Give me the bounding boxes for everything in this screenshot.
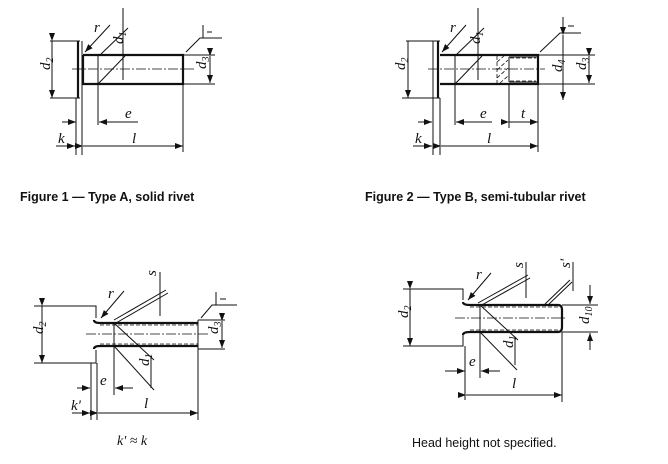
d1-leader: [99, 27, 129, 56]
d1-diagonal: [97, 55, 126, 85]
surface-finish-symbol: [185, 25, 222, 53]
figure-2-caption: Figure 2 — Type B, semi-tubular rivet: [365, 190, 586, 204]
s-leader: [477, 274, 531, 307]
d1-diagonal-lower: [479, 331, 518, 371]
k-label: k: [58, 131, 65, 147]
head-outline: [50, 40, 80, 99]
tube-outline: [461, 301, 564, 336]
figure-3-caption: k' ≈ k: [117, 434, 148, 449]
r-leader: [84, 24, 111, 53]
d10-label: d10: [577, 307, 595, 325]
d2-label: d2: [38, 58, 56, 71]
r-leader: [467, 272, 492, 301]
d1-label: d1: [468, 32, 486, 45]
d1-diagonal: [479, 304, 519, 341]
t-label: t: [521, 106, 526, 122]
d4-label: d4: [550, 60, 568, 73]
s-leader: [113, 289, 169, 324]
hole-outline: [508, 56, 538, 83]
d1-diagonal: [113, 322, 155, 361]
e-label: e: [100, 373, 107, 389]
d1-leader: [455, 27, 485, 56]
s-label: s: [144, 270, 160, 276]
d1-label: d1: [137, 354, 155, 367]
d2-label: d2: [31, 322, 49, 335]
s-prime-label: s': [558, 258, 574, 268]
r-label: r: [450, 20, 456, 36]
figure-4-caption: Head height not specified.: [412, 436, 557, 450]
tube-walls: [92, 319, 198, 350]
s-prime-leader: [544, 279, 573, 307]
d10-extension: [562, 304, 598, 333]
hole-hatching: [496, 55, 509, 84]
k-label: k: [415, 131, 422, 147]
d2-label: d2: [396, 306, 414, 319]
l-label: l: [144, 396, 148, 412]
k-prime-label: k': [71, 398, 82, 414]
bore-hatching: [510, 57, 536, 82]
surface-finish-symbol: [539, 17, 581, 53]
d2-label: d2: [393, 58, 411, 71]
d1-label: d1: [111, 32, 129, 45]
figure-2-drawing: d2 r d1 d4 d3 e t k l: [393, 8, 595, 155]
surface-finish-symbol: [200, 292, 237, 319]
figure-3-drawing: d2 r s d1 d3 e k' l: [31, 270, 237, 420]
head-outline: [34, 305, 97, 364]
figure-1-drawing: d2 r d1 d3 e k l: [38, 8, 222, 155]
l-label: l: [512, 376, 516, 392]
d3-extension: [538, 54, 595, 85]
tube-hatching: [100, 324, 198, 345]
d3-label: d3: [194, 57, 212, 70]
head-outline: [403, 288, 464, 347]
e-label: e: [480, 106, 487, 122]
e-label: e: [125, 106, 132, 122]
tube-hatching: [470, 306, 558, 331]
l-label: l: [487, 131, 491, 147]
r-label: r: [108, 286, 114, 302]
r-leader: [441, 24, 467, 53]
e-label: e: [469, 354, 476, 370]
d1-diagonal-lower: [113, 345, 155, 391]
shank-outline: [440, 53, 540, 86]
l-label: l: [132, 131, 136, 147]
d3-label: d3: [206, 322, 224, 335]
r-leader: [100, 290, 125, 319]
r-label: r: [476, 267, 482, 283]
s-label: s: [511, 262, 527, 268]
figure-1-caption: Figure 1 — Type A, solid rivet: [20, 190, 195, 204]
d1-label: d1: [501, 336, 519, 349]
r-label: r: [94, 20, 100, 36]
head-extension-lines: [90, 363, 98, 420]
figure-4-drawing: d2 r s s' d1 d10 e l: [396, 258, 598, 402]
d3-label: d3: [574, 58, 592, 71]
